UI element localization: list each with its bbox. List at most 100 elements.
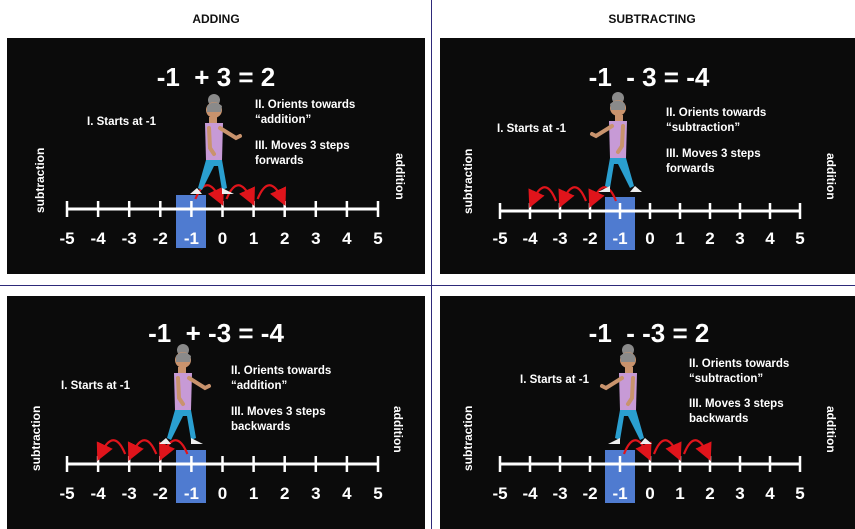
pants — [615, 410, 644, 440]
hair — [176, 352, 191, 362]
addition-side-label: addition — [391, 406, 405, 453]
shoe — [222, 188, 234, 194]
shoe — [630, 186, 642, 192]
head — [620, 352, 636, 368]
step-start-label: I. Starts at -1 — [87, 116, 157, 128]
head — [206, 102, 222, 118]
step-move-label: III. Moves 3 steps backwards — [689, 398, 784, 425]
number-line-label: 2 — [279, 229, 290, 248]
step-move-label: III. Moves 3 steps backwards — [231, 406, 326, 433]
step-start-label: I. Starts at -1 — [497, 123, 567, 135]
addition-side-label: addition — [824, 153, 838, 200]
step-orient-label: II. Orients towards “subtraction” — [666, 107, 767, 134]
number-line-label: -1 — [183, 229, 199, 248]
arm — [590, 124, 614, 139]
shoe — [159, 438, 171, 444]
number-line-label: -3 — [552, 484, 568, 503]
number-line-label: -4 — [522, 229, 538, 248]
number-line-label: 0 — [217, 484, 228, 503]
number-line-label: -2 — [582, 229, 598, 248]
shoe — [608, 438, 620, 444]
column-divider — [431, 0, 432, 529]
arm-back — [616, 124, 625, 154]
equation: -1 - -3 = 2 — [588, 318, 710, 348]
number-line-label: 2 — [705, 484, 715, 503]
person-figure — [159, 344, 211, 444]
equation: -1 + 3 = 2 — [156, 62, 276, 92]
number-line-label: 2 — [705, 229, 715, 248]
panel-subtracting-positive: -1 - 3 = -4 I. Starts at -1 II. Orients … — [440, 38, 855, 274]
column-header-subtracting: SUBTRACTING — [608, 12, 696, 26]
number-line-label: 5 — [373, 484, 383, 503]
jump-arrow — [225, 184, 255, 206]
number-line-label: 4 — [342, 484, 352, 503]
jump-arrow — [682, 439, 712, 462]
subtraction-side-label: subtraction — [29, 405, 43, 471]
jump-arrow — [528, 186, 558, 209]
number-line-label: -4 — [90, 484, 106, 503]
number-line-label: -1 — [612, 229, 628, 248]
number-line-label: -1 — [183, 484, 199, 503]
column-header-adding: ADDING — [192, 12, 240, 26]
pants — [167, 410, 196, 440]
jump-arrow — [127, 439, 158, 461]
hair-bun — [612, 92, 624, 104]
number-line-label: -5 — [492, 229, 508, 248]
number-line-label: 1 — [675, 229, 685, 248]
number-line-label: 1 — [248, 229, 259, 248]
number-line-label: 1 — [248, 484, 259, 503]
shoe — [191, 438, 203, 444]
neck — [615, 115, 623, 121]
arm-back — [176, 376, 185, 406]
number-line-label: 4 — [765, 229, 775, 248]
neck — [625, 367, 633, 373]
shoe — [598, 186, 610, 192]
number-line-label: -2 — [582, 484, 598, 503]
number-line-label: 1 — [675, 484, 685, 503]
pants — [605, 158, 634, 188]
number-line-label: 0 — [217, 229, 228, 248]
pants — [198, 160, 227, 190]
step-move-label: III. Moves 3 steps forwards — [666, 148, 761, 175]
panel-subtracting-negative: -1 - -3 = 2 I. Starts at -1 II. Orients … — [440, 296, 855, 529]
neck — [209, 117, 217, 123]
number-line-label: -2 — [152, 484, 168, 503]
addition-side-label: addition — [824, 406, 838, 453]
subtraction-side-label: subtraction — [461, 148, 475, 214]
subtraction-side-label: subtraction — [461, 405, 475, 471]
neck — [178, 367, 186, 373]
number-line-label: -3 — [552, 229, 568, 248]
number-line-label: 0 — [645, 484, 655, 503]
number-line-label: -3 — [121, 229, 137, 248]
jump-arrow — [96, 439, 127, 461]
row-divider — [0, 285, 855, 286]
number-line-label: 5 — [795, 229, 805, 248]
number-line-label: -5 — [59, 484, 75, 503]
hair — [610, 100, 625, 110]
addition-side-label: addition — [393, 153, 407, 200]
person-figure — [590, 92, 642, 192]
arm — [600, 376, 624, 391]
number-line-label: 2 — [279, 484, 290, 503]
number-line-label: 3 — [735, 229, 745, 248]
shirt — [609, 121, 627, 158]
shoe — [640, 438, 652, 444]
head — [175, 352, 191, 368]
number-line-label: 3 — [735, 484, 745, 503]
panel-adding-negative: -1 + -3 = -4 I. Starts at -1 II. Orients… — [7, 296, 425, 529]
shoe — [190, 188, 202, 194]
number-line-label: 3 — [311, 229, 321, 248]
hair-bun — [208, 94, 220, 106]
number-line-label: 5 — [373, 229, 383, 248]
number-line-label: -3 — [121, 484, 137, 503]
shirt — [205, 123, 223, 160]
number-line-label: -2 — [152, 229, 168, 248]
panel-adding-positive: -1 + 3 = 2 I. Starts at -1 II. Orients t… — [7, 38, 425, 274]
shirt — [619, 373, 637, 410]
number-line-label: 4 — [765, 484, 775, 503]
number-line-label: -5 — [59, 229, 75, 248]
equation: -1 - 3 = -4 — [588, 62, 710, 92]
shirt — [174, 373, 192, 410]
step-orient-label: II. Orients towards “addition” — [231, 365, 332, 392]
equation: -1 + -3 = -4 — [148, 318, 284, 348]
